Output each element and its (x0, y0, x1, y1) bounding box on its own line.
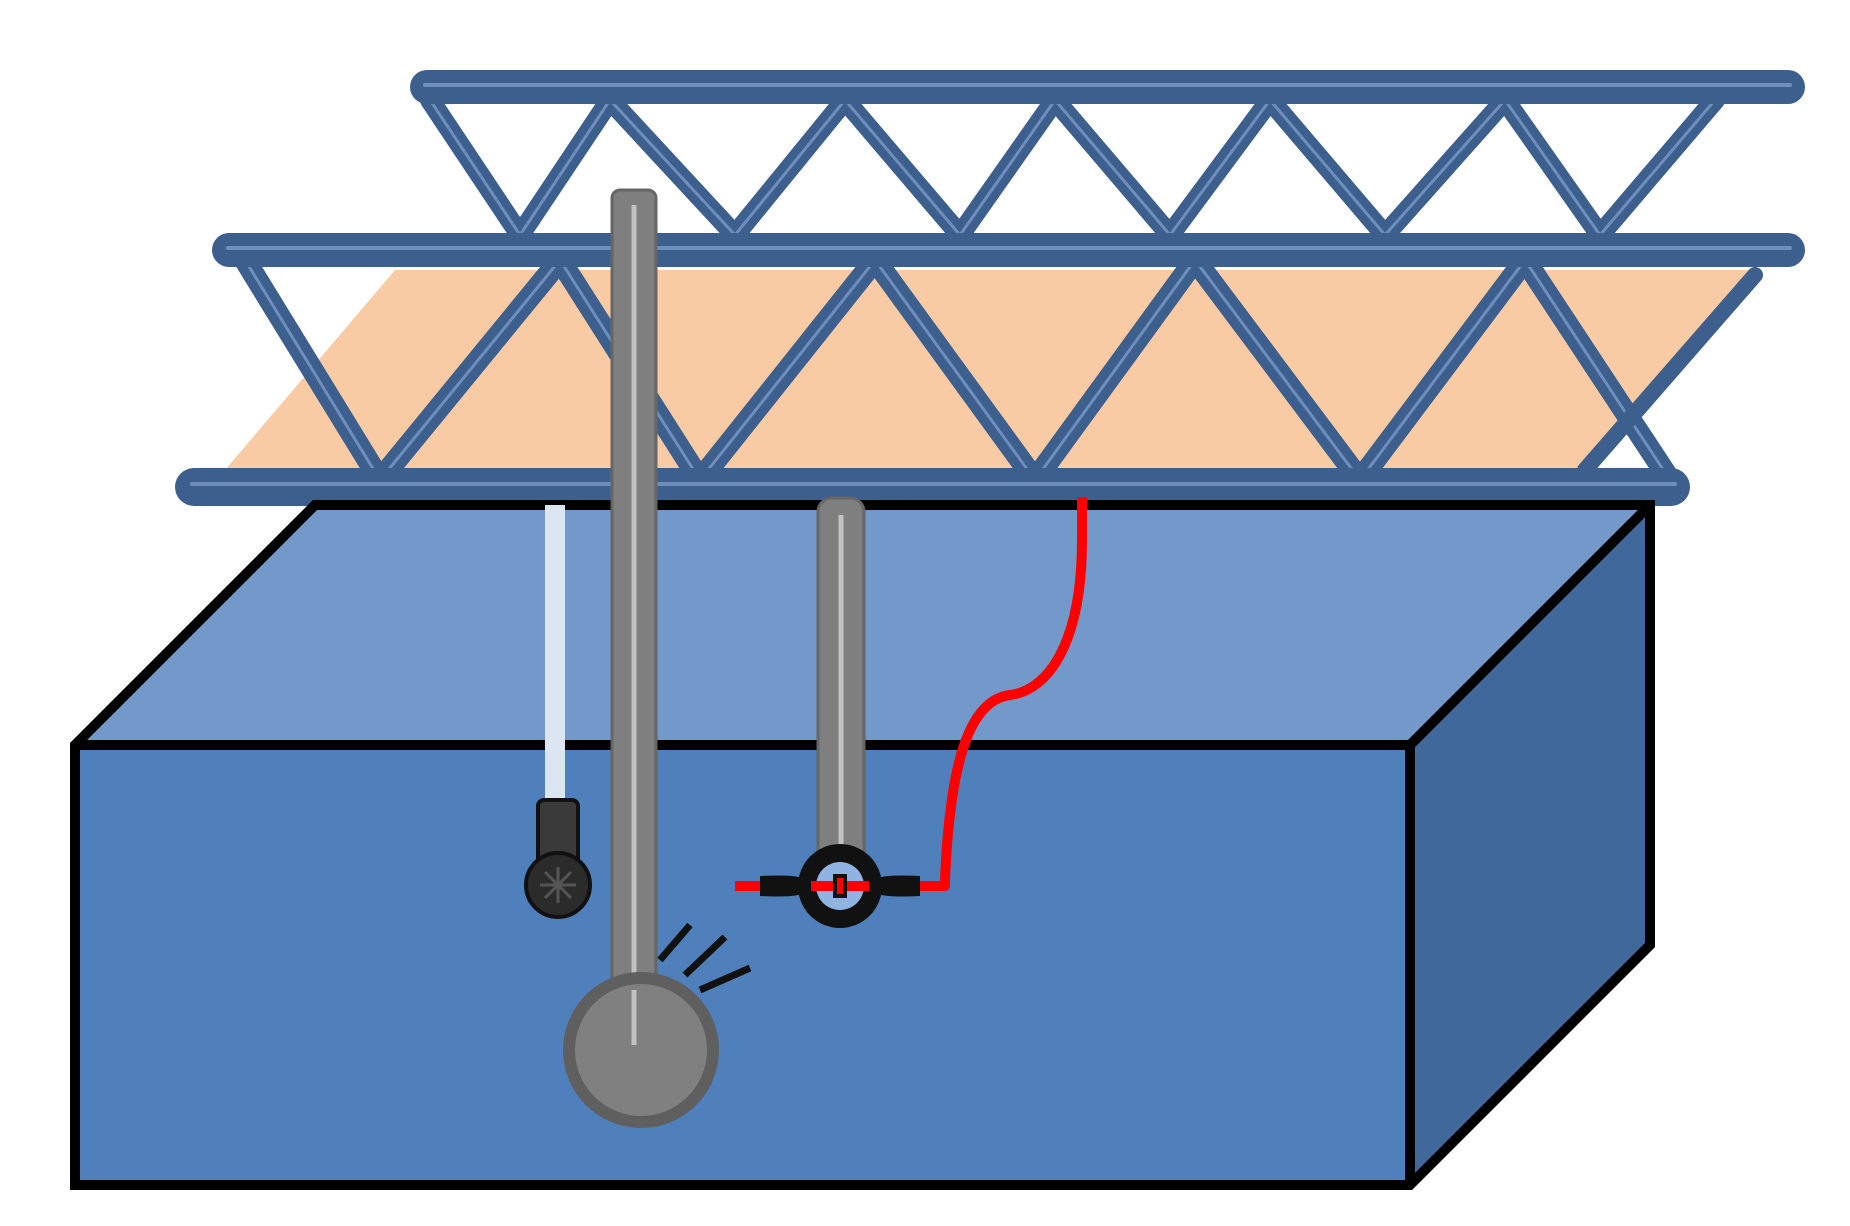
front-truss-diagonal-highlights (243, 258, 1672, 482)
short-rod-assembly (816, 496, 866, 870)
rear-truss (410, 70, 1805, 245)
vibrating-ball-icon (563, 972, 719, 1128)
rear-truss-diagonal-highlights (428, 98, 1717, 237)
vibrating-rod-assembly (563, 188, 719, 1128)
vibration-lines-icon (657, 922, 752, 994)
tank-outline (70, 500, 1655, 1190)
inline-probe-icon (760, 844, 920, 928)
front-truss (175, 233, 1805, 506)
light-blue-rod (545, 505, 565, 805)
tank-side-face (1410, 505, 1650, 1185)
front-truss-bottom-chord (175, 468, 1690, 506)
front-truss-end-brace (1577, 267, 1763, 478)
red-cable (735, 497, 1087, 891)
tank-front-face (75, 745, 1410, 1185)
submerged-sensor-icon (524, 798, 592, 919)
water-tank (70, 500, 1655, 1190)
